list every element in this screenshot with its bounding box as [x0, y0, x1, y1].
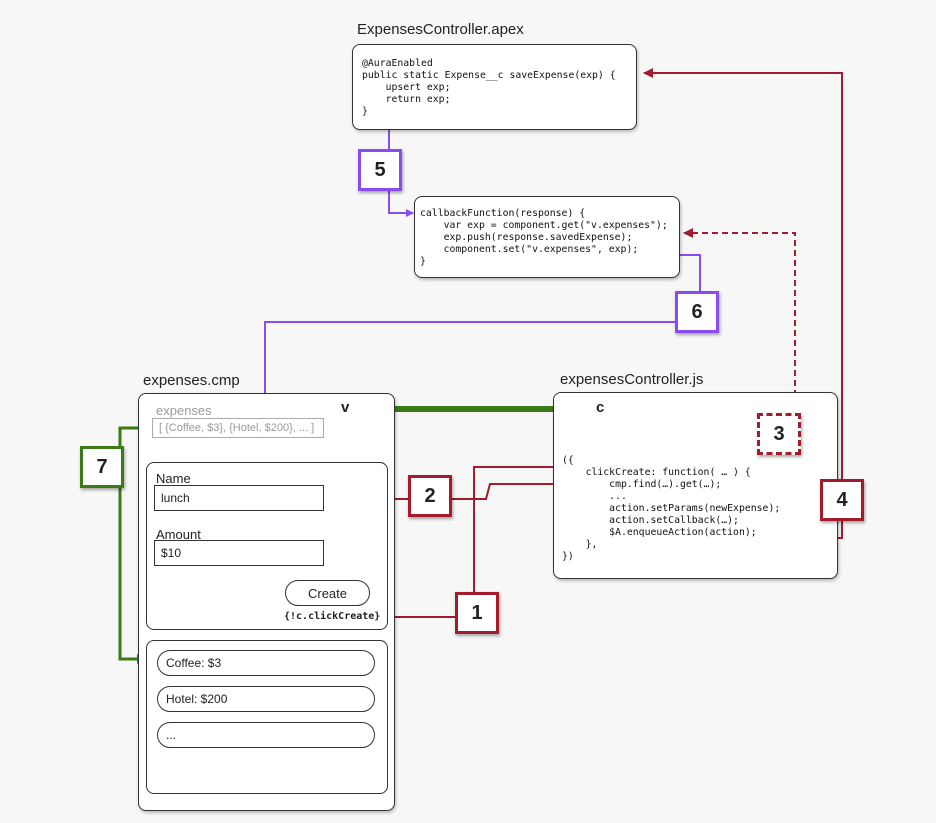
attribute-value: [ {Coffee, $3}, {Hotel, $200}, ... ]	[152, 418, 324, 438]
name-label: Name	[156, 471, 191, 486]
callback-code: callbackFunction(response) { var exp = c…	[420, 208, 668, 267]
v-label: v	[341, 399, 350, 416]
list-item: Coffee: $3	[157, 650, 375, 676]
amount-label: Amount	[156, 527, 201, 542]
arrow-attribute-to-list	[118, 426, 150, 664]
callback-code-box	[414, 196, 680, 278]
apex-title: ExpensesController.apex	[357, 21, 524, 38]
step-4-badge: 4	[820, 479, 864, 521]
step-2-badge: 2	[408, 475, 452, 517]
create-button[interactable]: Create	[285, 580, 370, 606]
controller-code: ({ clickCreate: function( … ) { cmp.find…	[562, 455, 781, 562]
arrow-callback-to-attribute	[261, 254, 701, 413]
list-item: ...	[157, 722, 375, 748]
list-item: Hotel: $200	[157, 686, 375, 712]
apex-code: @AuraEnabled public static Expense__c sa…	[362, 58, 616, 117]
component-title: expenses.cmp	[143, 372, 240, 389]
name-input[interactable]: lunch	[154, 485, 324, 511]
c-label: c	[596, 399, 605, 416]
arrow-binding-to-clickcreate	[390, 462, 586, 618]
step-7-badge: 7	[80, 446, 124, 488]
step-1-badge: 1	[455, 592, 499, 634]
attribute-name: expenses	[156, 403, 212, 418]
controller-title: expensesController.js	[560, 371, 704, 388]
step-5-badge: 5	[358, 149, 402, 191]
apex-code-box	[352, 44, 637, 130]
arrow-apex-to-callback	[388, 112, 414, 217]
step-3-badge: 3	[757, 413, 801, 455]
amount-input[interactable]: $10	[154, 540, 324, 566]
create-binding: {!c.clickCreate}	[284, 611, 381, 622]
step-6-badge: 6	[675, 291, 719, 333]
